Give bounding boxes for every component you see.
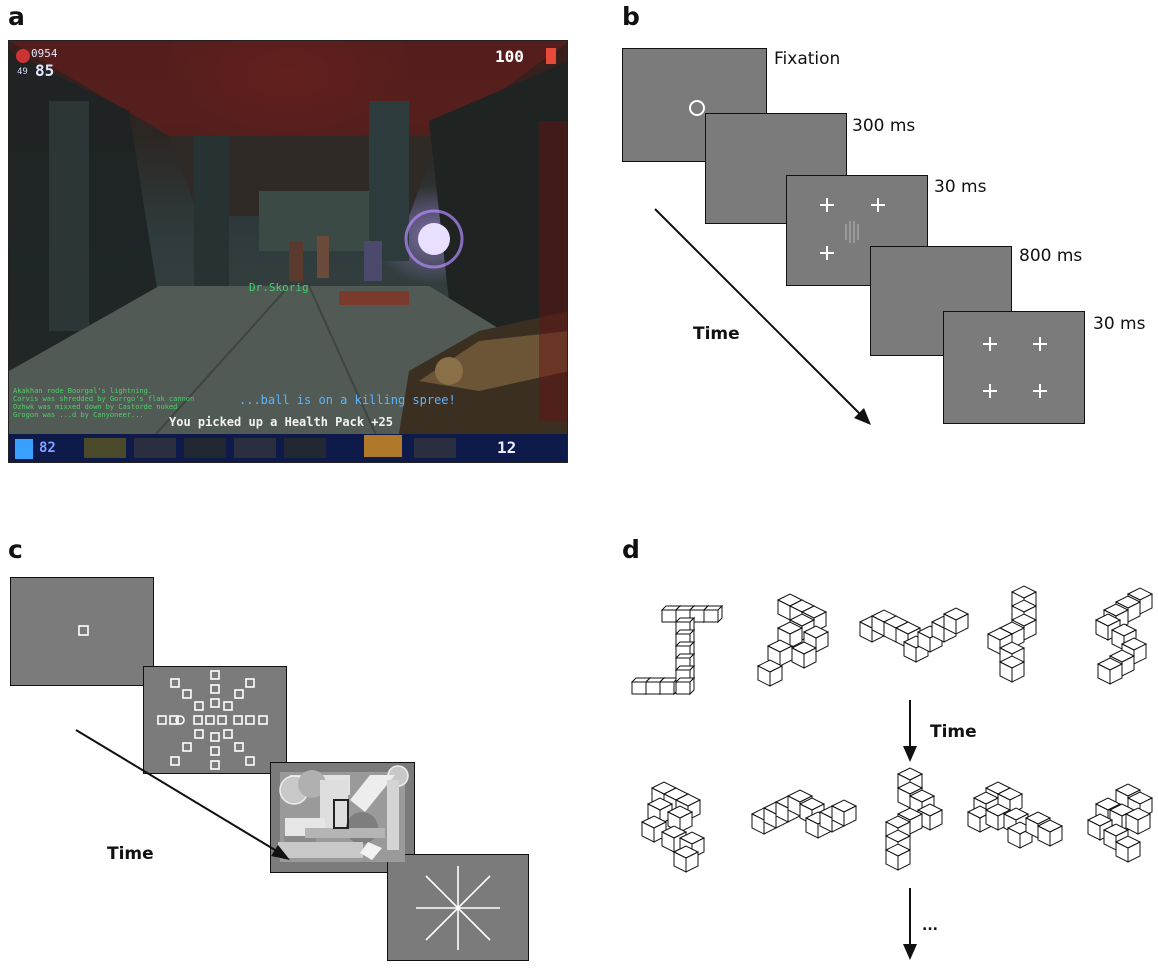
- hud-top-small: 49: [17, 67, 28, 77]
- label-time-b: Time: [693, 324, 740, 344]
- shape-row1-3: [859, 607, 969, 663]
- hud-health: 85: [35, 61, 55, 80]
- hud-ammo-top: 100: [495, 47, 524, 66]
- down-arrow-1: [903, 700, 917, 762]
- label-30ms-2: 30 ms: [1093, 314, 1146, 334]
- shape-row2-5: [1087, 783, 1153, 863]
- game-screenshot: 0954 49 85 100 Dr.Skorig Akakhan rode Bo…: [8, 40, 568, 463]
- shape-row2-3: [885, 767, 943, 871]
- label-ellipsis-d: ...: [922, 918, 938, 934]
- label-time-c: Time: [107, 844, 154, 864]
- chat-line: Corvis was shredded by Gorrgo's flak can…: [13, 395, 195, 403]
- panel-letter-a: a: [8, 2, 25, 31]
- search-array-screen: [143, 666, 287, 774]
- hud-score: 0954: [31, 47, 58, 60]
- chat-line: Ozhwk was mixxed down by Castorde nuked: [13, 403, 178, 411]
- shape-row1-2: [757, 593, 829, 687]
- label-800ms: 800 ms: [1019, 246, 1083, 266]
- label-time-d: Time: [930, 722, 977, 742]
- down-arrow-2: [903, 888, 917, 960]
- shape-row1-5: [1095, 587, 1153, 685]
- hud-bottom-left: 82: [39, 440, 56, 456]
- shape-row2-2: [751, 789, 857, 839]
- chat-line: Grogon was ...d by Canyoneer...: [13, 411, 144, 419]
- panel-letter-d: d: [622, 535, 640, 564]
- panel-letter-b: b: [622, 2, 640, 31]
- shape-row1-4: [987, 585, 1037, 683]
- label-fixation: Fixation: [774, 49, 841, 69]
- chat-line: Akakhan rode Boorgal's lightning.: [13, 387, 153, 395]
- hud-bottom-right: 12: [497, 438, 517, 457]
- shape-row1-1: [631, 605, 723, 695]
- mask-screen-30ms: [943, 311, 1085, 424]
- label-300ms: 300 ms: [852, 116, 916, 136]
- shape-row2-4: [967, 781, 1063, 849]
- chat-log: Akakhan rode Boorgal's lightning. Corvis…: [13, 387, 194, 419]
- cue-screen: [10, 577, 154, 686]
- pickup-message: You picked up a Health Pack +25: [169, 415, 393, 429]
- star-mask-screen: [387, 854, 529, 961]
- game-scene-art: [9, 41, 567, 462]
- label-30ms-1: 30 ms: [934, 177, 987, 197]
- panel-letter-c: c: [8, 535, 23, 564]
- blank-screen-800ms: [870, 246, 1012, 356]
- player-tag: Dr.Skorig: [249, 281, 309, 294]
- killing-spree-message: ...ball is on a killing spree!: [239, 393, 456, 407]
- shape-row2-1: [641, 781, 705, 873]
